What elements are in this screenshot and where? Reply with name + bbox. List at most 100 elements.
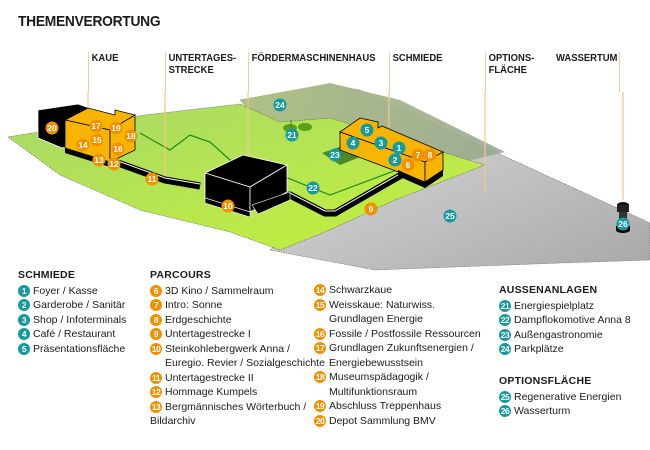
zone-label-schmiede: SCHMIEDE <box>389 52 442 92</box>
marker-label: 4 <box>351 138 356 148</box>
marker-circle <box>90 133 104 147</box>
legend-item-label: Untertagestrecke I <box>165 328 251 340</box>
legend-item-label: Grundlagen Zukunftsenergien / <box>329 342 474 354</box>
map-marker-11[interactable]: 11 <box>145 172 159 186</box>
marker-label: 10 <box>223 201 233 211</box>
marker-circle <box>76 138 90 152</box>
number-badge-icon: 26 <box>499 405 511 417</box>
marker-circle <box>443 209 457 223</box>
map-marker-20[interactable]: 20 <box>45 121 59 135</box>
map-marker-16[interactable]: 16 <box>111 142 125 156</box>
marker-circle <box>221 199 235 213</box>
map-marker-8[interactable]: 8 <box>423 148 437 162</box>
legend-item-label: Café / Restaurant <box>33 328 116 340</box>
number-badge-icon: 16 <box>314 327 326 340</box>
number-badge-icon: 1 <box>18 284 30 297</box>
marker-label: 26 <box>618 219 628 229</box>
legend-item-label: 3D Kino / Sammelraum <box>165 284 274 297</box>
map-marker-15[interactable]: 15 <box>90 133 104 147</box>
legend-item-label: Energiespielplatz <box>514 299 594 312</box>
number-badge-icon: 3 <box>18 313 30 326</box>
map-marker-9[interactable]: 9 <box>364 202 378 216</box>
marker-label: 22 <box>308 183 318 193</box>
zone-label-kaue: KAUE <box>88 52 118 92</box>
map-marker-10[interactable]: 10 <box>221 199 235 213</box>
marker-circle <box>360 123 374 137</box>
foerdermaschinenhaus-side <box>249 164 288 213</box>
legend-item-label: Dampflokomotive Anna 8 <box>514 314 631 326</box>
number-badge-icon: 4 <box>18 328 30 340</box>
marker-label: 7 <box>416 150 421 160</box>
foerdermaschinenhaus-step <box>251 191 291 215</box>
number-badge-icon: 19 <box>314 400 326 412</box>
number-badge-icon: 11 <box>150 371 162 384</box>
zone-label-optionsflaeche: OPTIONS-FLÄCHE <box>485 52 534 92</box>
legend-item-label: Hommage Kumpels <box>165 386 258 398</box>
map-marker-1[interactable]: 1 <box>392 141 406 155</box>
marker-circle <box>374 136 388 150</box>
zone-label-text: OPTIONS- <box>488 52 535 64</box>
marker-circle <box>392 141 406 155</box>
tunnel-highlight <box>117 160 201 185</box>
map-marker-19[interactable]: 19 <box>109 121 123 135</box>
marker-label: 6 <box>406 160 411 170</box>
map-marker-14[interactable]: 14 <box>76 138 90 152</box>
marker-circle <box>328 148 342 162</box>
map-marker-7[interactable]: 7 <box>411 148 425 162</box>
marker-label: 14 <box>78 140 88 150</box>
map-marker-23[interactable]: 23 <box>328 148 342 162</box>
map-marker-4[interactable]: 4 <box>346 136 360 150</box>
map-marker-24[interactable]: 24 <box>273 98 287 112</box>
legend-item-label: Regenerative Energien <box>514 390 622 403</box>
marker-circle <box>145 172 159 186</box>
map-marker-25[interactable]: 25 <box>443 209 457 223</box>
legend-item-continuation: Bildarchiv <box>150 415 196 427</box>
number-badge-icon: 18 <box>314 371 326 383</box>
map-marker-5[interactable]: 5 <box>360 123 374 137</box>
legend-item-label: Wasserturm <box>514 405 571 417</box>
legend-item-label: Abschluss Treppenhaus <box>329 400 442 412</box>
map-marker-22[interactable]: 22 <box>306 181 320 195</box>
number-badge-icon: 12 <box>150 386 162 398</box>
map-marker-18[interactable]: 18 <box>124 129 138 143</box>
legend-item-label: Intro: Sonne <box>165 299 223 311</box>
marker-circle <box>45 121 59 135</box>
legend-item-label: Schwarzkaue <box>329 284 393 296</box>
marker-label: 21 <box>287 130 297 140</box>
legend-item-label: Fossile / Postfossile Ressourcen <box>329 327 481 340</box>
marker-circle <box>364 202 378 216</box>
map-marker-2[interactable]: 2 <box>388 153 402 167</box>
map-marker-21[interactable]: 21 <box>285 128 299 142</box>
path-line <box>139 132 411 196</box>
legend-item-label: Museumspädagogik / <box>329 371 429 383</box>
map-marker-26[interactable]: 26 <box>616 217 630 231</box>
marker-circle <box>388 153 402 167</box>
legend-heading: PARCOURS <box>150 269 211 281</box>
map-marker-12[interactable]: 12 <box>107 157 121 171</box>
marker-circle <box>111 142 125 156</box>
legend-heading: AUSSENANLAGEN <box>499 284 598 296</box>
marker-label: 12 <box>109 159 119 169</box>
legend-item-label: Erdgeschichte <box>165 313 232 326</box>
map-marker-3[interactable]: 3 <box>374 136 388 150</box>
number-badge-icon: 20 <box>314 414 326 427</box>
number-badge-icon: 7 <box>150 299 162 311</box>
legend-item-label: Foyer / Kasse <box>33 284 98 297</box>
number-badge-icon: 13 <box>150 400 162 413</box>
map-marker-6[interactable]: 6 <box>401 158 415 172</box>
map-marker-13[interactable]: 13 <box>92 153 106 167</box>
map-marker-17[interactable]: 17 <box>89 119 103 133</box>
legend-item-label: Depot Sammlung BMV <box>329 414 436 427</box>
number-badge-icon: 9 <box>150 328 162 340</box>
